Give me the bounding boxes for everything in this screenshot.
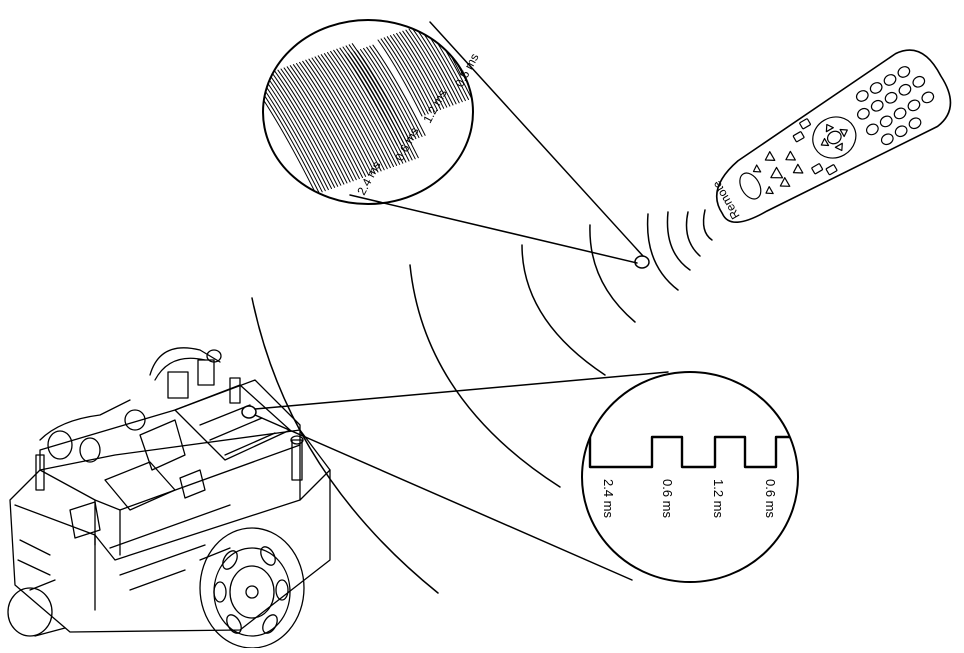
remote-label: Remote [709,178,742,222]
ir-carrier-line [396,32,442,110]
ir-carrier-line [286,66,354,182]
ir-carrier-line [330,50,398,166]
magnifier-circle [262,19,474,205]
ir-carrier-line [411,27,457,105]
tv-remote: Remote [709,49,952,223]
ir-carrier-line [350,52,404,144]
burst-1.2ms [377,20,473,117]
ir-carrier-line [389,35,435,113]
ir-carrier-line [386,36,432,114]
ir-carrier-line [323,53,391,169]
ir-carrier-line [289,65,357,181]
signal-arc [521,244,606,376]
signal-arc [702,209,713,241]
ir-carrier-line [299,61,367,177]
ir-carrier-line [263,78,320,194]
ir-carrier-line [363,47,417,140]
ir-signal-arcs [251,209,713,594]
callout-line [254,414,633,581]
callout-line [429,21,644,257]
ir-carrier-line [372,44,426,136]
robot-wheel [199,527,305,649]
pulse-label-3: 1.2 ms [711,479,726,519]
ir-carrier-line [265,74,332,189]
ir-carrier-line [383,37,429,115]
robot-standoffs [35,377,304,491]
magnifier-circle [581,371,799,583]
ir-carrier-line [369,45,423,137]
ir-carrier-line [296,63,363,178]
ir-carrier-line [360,49,414,141]
ir-carrier-line [305,59,373,175]
ir-carrier-line [311,57,379,173]
pulse-label-2: 0.6 ms [660,479,675,519]
ir-carrier-line [356,50,411,142]
pulse-label-1: 2.4 ms [601,479,616,519]
robot-chips [69,419,206,539]
zoom-origin-remote [634,255,650,269]
ir-carrier-line [320,54,388,170]
ir-carrier-line [344,54,398,146]
ir-carrier-line [408,28,454,106]
burst-callout-lines [349,21,650,269]
remote-body [715,49,952,223]
ir-carrier-line [263,76,326,192]
pulse-label-4: 0.6 ms [763,479,778,519]
ir-carrier-line [268,72,336,188]
ir-carrier-line [274,70,342,186]
ir-carrier-line [327,52,394,167]
ir-carrier-line [366,46,420,139]
burst-2.4ms [263,43,419,195]
signal-arc [251,297,439,594]
robot-board [39,379,301,511]
ir-carrier-line [402,30,448,108]
ir-carrier-line [377,39,423,117]
ir-carrier-line [263,75,329,191]
ir-carrier-line [308,58,376,174]
ir-carrier-line [283,67,351,183]
ir-carrier-line [263,77,323,193]
zoom-origin-robot [241,405,257,419]
ir-carrier-line [280,68,348,184]
signal-arc [646,213,679,291]
ir-carrier-line [271,71,339,187]
burst-0.6ms [344,44,426,146]
callout-line [349,194,638,264]
ir-carrier-line [302,60,370,176]
signal-arc [409,264,561,488]
signal-arc [685,211,701,257]
waveform-magnifier: 2.4 ms 0.6 ms 1.2 ms 0.6 ms [581,371,799,583]
ir-carrier-line [347,53,401,145]
signal-arc [666,211,691,271]
ir-carrier-line [336,48,404,164]
robot-battery-cables [39,347,222,463]
pulse-waveform [582,435,798,469]
ir-carrier-line [317,55,385,171]
ir-carrier-line [333,49,401,165]
ir-carrier-line [380,38,426,116]
ir-carrier-line [399,31,445,109]
waveform-callout-lines [254,371,669,581]
robot-chassis [9,429,331,633]
callout-line [254,371,669,410]
ir-carrier-line [393,34,438,111]
ir-carrier-line [353,51,408,143]
burst-magnifier: 2.4 ms 0.6 ms 1.2 ms 0.6 ms [262,19,482,205]
remote-buttons [739,66,935,200]
robot-tail-wheel [7,579,66,637]
signal-arc [589,224,636,323]
ir-carrier-line [292,64,360,180]
boe-bot-robot [7,347,331,649]
ir-carrier-line [405,29,451,107]
ir-carrier-line [277,69,345,185]
ir-carrier-line [263,79,317,195]
ir-carrier-line [314,56,382,172]
